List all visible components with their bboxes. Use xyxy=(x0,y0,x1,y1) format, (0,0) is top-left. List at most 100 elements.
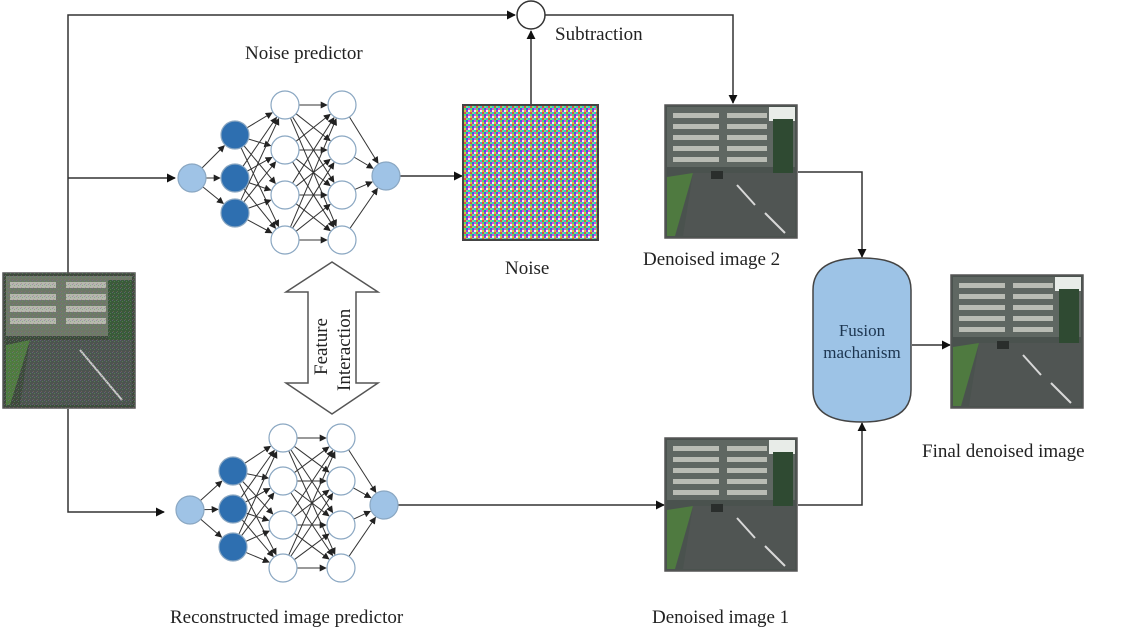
feature-interaction-arrow xyxy=(283,261,381,415)
network-edge xyxy=(240,449,275,498)
lane-mark xyxy=(764,212,786,234)
dark-hidden-node xyxy=(218,456,248,486)
balcony xyxy=(673,124,719,129)
fusion-label-line2: machanism xyxy=(823,343,901,362)
hidden-node xyxy=(327,225,357,255)
hidden-node xyxy=(327,135,357,165)
subtraction-to-denoised2-line xyxy=(545,14,738,104)
balcony xyxy=(959,294,1005,299)
grass xyxy=(667,173,693,236)
hidden-node xyxy=(326,423,356,453)
network-edge xyxy=(240,117,280,201)
lane-mark xyxy=(1022,354,1042,376)
network-edge xyxy=(354,181,373,190)
balcony xyxy=(959,283,1005,288)
hidden-node xyxy=(270,225,300,255)
car xyxy=(711,171,723,179)
balcony xyxy=(673,113,719,118)
network-edge xyxy=(202,186,224,204)
network-edge xyxy=(246,512,270,522)
network-edge xyxy=(348,449,377,493)
dark-hidden-node xyxy=(220,198,250,228)
network-edge xyxy=(243,161,277,203)
tree xyxy=(1059,289,1079,344)
network-edge xyxy=(242,116,277,167)
output-node xyxy=(371,161,401,191)
balcony xyxy=(1013,283,1053,288)
network-edge xyxy=(244,445,272,464)
reconstructed-image-predictor-label: Reconstructed image predictor xyxy=(170,607,404,628)
hidden-node xyxy=(268,553,298,583)
denoised-image-1-label: Denoised image 1 xyxy=(652,607,790,628)
network-edge xyxy=(292,117,335,184)
balcony xyxy=(1013,316,1053,321)
road xyxy=(683,173,795,236)
dark-hidden-node xyxy=(220,120,250,150)
balcony xyxy=(673,135,719,140)
network-edge xyxy=(295,113,331,142)
network-edge xyxy=(248,182,272,192)
fusion-label-line1: Fusion xyxy=(838,321,886,340)
network-edge xyxy=(353,510,372,520)
network-edge xyxy=(349,187,378,229)
balcony xyxy=(673,490,719,495)
network-edge xyxy=(290,449,334,514)
sky xyxy=(769,107,795,121)
denoised-image-1 xyxy=(664,437,798,572)
road xyxy=(969,343,1081,406)
network-edge xyxy=(353,156,374,169)
network-edge xyxy=(200,480,223,501)
subtraction-label: Subtraction xyxy=(555,24,643,45)
denoised-image-2-label: Denoised image 2 xyxy=(643,249,781,270)
network-edge xyxy=(242,480,274,515)
noise-image xyxy=(462,104,599,241)
car xyxy=(997,341,1009,349)
input-to-reconstruct-predictor-line xyxy=(67,409,165,517)
balcony xyxy=(727,468,767,473)
hidden-node xyxy=(326,510,356,540)
hidden-node xyxy=(327,90,357,120)
reconstructed-image-predictor-network xyxy=(175,423,399,583)
network-edge xyxy=(238,450,278,535)
network-edge xyxy=(246,112,273,129)
hidden-node xyxy=(270,90,300,120)
balcony xyxy=(727,479,767,484)
network-edge xyxy=(246,156,273,172)
lane-mark xyxy=(736,517,756,539)
denoised2-to-fusion-line xyxy=(798,171,867,258)
balcony xyxy=(673,457,719,462)
balcony xyxy=(1013,294,1053,299)
network-edge xyxy=(288,451,336,556)
denoised-image-2 xyxy=(664,104,798,239)
network-edge xyxy=(241,519,274,558)
hidden-node xyxy=(268,423,298,453)
sky xyxy=(1055,277,1081,291)
balcony xyxy=(727,113,767,118)
hidden-node xyxy=(326,553,356,583)
fusion-mechanism-label: Fusion machanism xyxy=(813,320,911,364)
balcony xyxy=(959,305,1005,310)
network-edges xyxy=(201,101,379,244)
network-edge xyxy=(248,198,272,209)
balcony xyxy=(673,479,719,484)
noisy-input-image xyxy=(2,272,136,409)
network-edge xyxy=(201,145,225,169)
sky xyxy=(769,440,795,454)
interaction-label: Interaction xyxy=(334,308,355,391)
balcony xyxy=(959,316,1005,321)
balcony xyxy=(727,146,767,151)
balcony xyxy=(673,157,719,162)
network-edge xyxy=(352,487,372,499)
network-edge xyxy=(200,518,223,538)
network-edge xyxy=(289,118,337,228)
balcony xyxy=(673,446,719,451)
balcony xyxy=(1013,327,1053,332)
noise-predictor-label: Noise predictor xyxy=(245,43,363,64)
balcony xyxy=(727,124,767,129)
hidden-node xyxy=(268,510,298,540)
denoised1-to-fusion-line xyxy=(798,422,867,506)
balcony xyxy=(1013,305,1053,310)
balcony xyxy=(727,457,767,462)
hidden-node xyxy=(270,180,300,210)
